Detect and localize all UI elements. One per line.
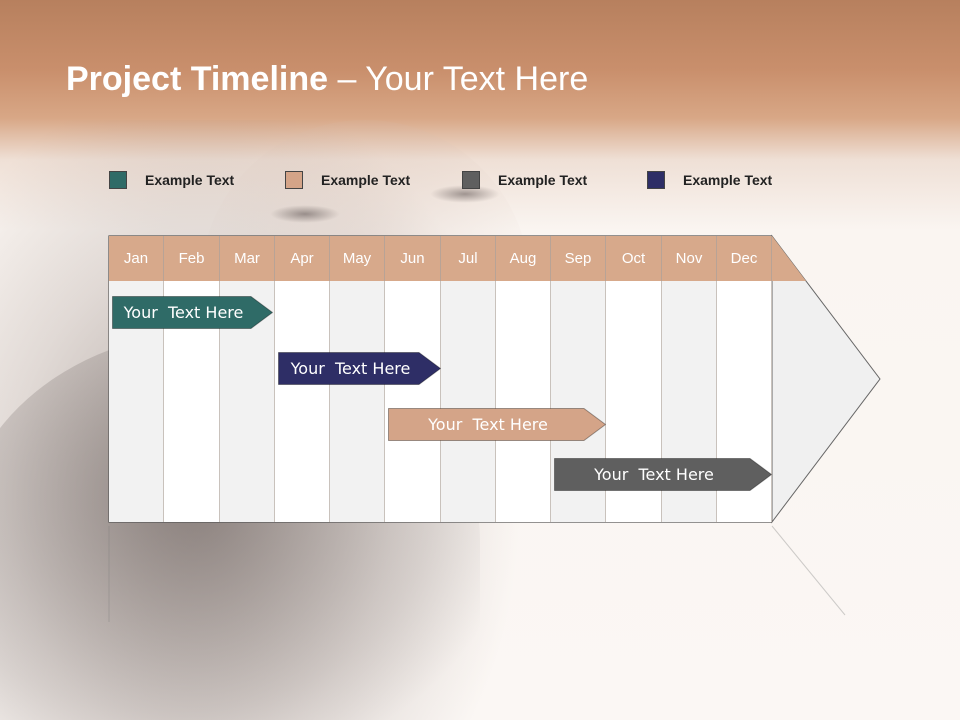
month-label: Apr bbox=[275, 236, 330, 281]
month-label: Jan bbox=[109, 236, 164, 281]
task-bar: Your Text Here bbox=[112, 296, 273, 329]
month-label: Dec bbox=[717, 236, 772, 281]
legend-label: Example Text bbox=[498, 172, 588, 188]
legend-swatch bbox=[462, 171, 480, 189]
month-label: Feb bbox=[164, 236, 220, 281]
month-column bbox=[496, 281, 551, 522]
month-label: Jul bbox=[441, 236, 496, 281]
title-bold: Project Timeline bbox=[66, 60, 329, 98]
task-bar-arrow bbox=[112, 296, 273, 329]
legend-swatch bbox=[285, 171, 303, 189]
legend-item: Example Text bbox=[462, 170, 587, 190]
month-column bbox=[441, 281, 496, 522]
legend-swatch bbox=[109, 171, 127, 189]
task-label: Your Text Here bbox=[290, 359, 411, 378]
page-title: Project Timeline – Your Text Here bbox=[66, 60, 588, 99]
month-label: Mar bbox=[220, 236, 275, 281]
month-label: Aug bbox=[496, 236, 551, 281]
task-label: Your Text Here bbox=[428, 415, 548, 434]
task-bar-arrow bbox=[388, 408, 606, 441]
task-label: Your Text Here bbox=[594, 465, 714, 484]
month-column bbox=[275, 281, 330, 522]
timeline-reflection-edge bbox=[771, 525, 846, 616]
legend-item: Example Text bbox=[647, 170, 772, 190]
month-label: Sep bbox=[551, 236, 606, 281]
header-corner bbox=[772, 236, 806, 281]
legend-item: Example Text bbox=[109, 170, 234, 190]
legend-label: Example Text bbox=[683, 172, 773, 188]
task-bar-arrow bbox=[278, 352, 441, 385]
task-bar: Your Text Here bbox=[388, 408, 606, 441]
month-label: May bbox=[330, 236, 385, 281]
task-bar: Your Text Here bbox=[278, 352, 441, 385]
month-label: Jun bbox=[385, 236, 441, 281]
month-column bbox=[385, 281, 441, 522]
month-label: Nov bbox=[662, 236, 717, 281]
task-bar-arrow bbox=[554, 458, 772, 491]
task-label: Your Text Here bbox=[123, 303, 244, 322]
legend-label: Example Text bbox=[145, 172, 235, 188]
legend-label: Example Text bbox=[321, 172, 411, 188]
task-bar: Your Text Here bbox=[554, 458, 772, 491]
month-label: Oct bbox=[606, 236, 662, 281]
title-rest: – Your Text Here bbox=[328, 60, 589, 98]
legend-item: Example Text bbox=[285, 170, 410, 190]
legend-swatch bbox=[647, 171, 665, 189]
month-column bbox=[330, 281, 385, 522]
